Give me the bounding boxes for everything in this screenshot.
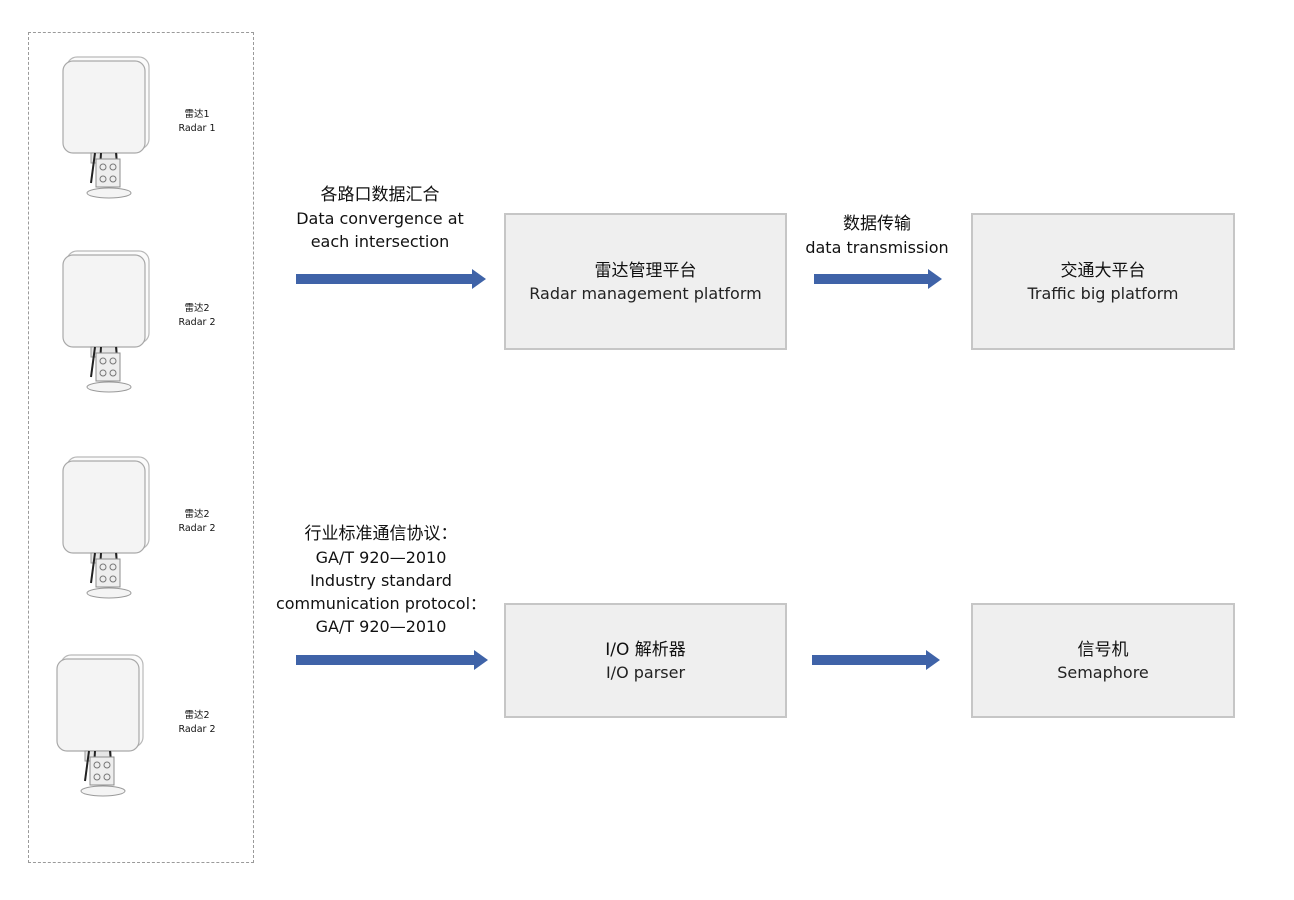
convergence-cn: 各路口数据汇合 <box>320 185 440 205</box>
radar-platform-en: Radar management platform <box>529 283 762 303</box>
protocol-code-2: GA/T 920—2010 <box>315 617 447 636</box>
arrow-right-icon <box>812 650 940 670</box>
io-parser-box: I/O 解析器 I/O parser <box>504 603 787 718</box>
radar-device-icon <box>62 456 150 599</box>
convergence-en-line2: each intersection <box>310 232 450 251</box>
radar-device-icon <box>56 654 144 797</box>
radar-label: 雷达2 Radar 2 <box>178 303 216 328</box>
radar-label: 雷达1 Radar 1 <box>178 109 216 134</box>
transmission-cn: 数据传输 <box>843 214 911 234</box>
radar-label: 雷达2 Radar 2 <box>178 710 216 735</box>
radar-label: 雷达2 Radar 2 <box>178 509 216 534</box>
radar-item-2: 雷达2 Radar 2 <box>29 247 255 407</box>
convergence-en-line1: Data convergence at <box>296 209 464 228</box>
io-parser-cn: I/O 解析器 <box>605 639 686 660</box>
radar-device-icon <box>62 56 150 199</box>
protocol-cn: 行业标准通信协议： <box>304 524 458 544</box>
radar-item-4: 雷达2 Radar 2 <box>29 651 255 811</box>
traffic-big-platform-box: 交通大平台 Traffic big platform <box>971 213 1235 350</box>
convergence-note: 各路口数据汇合 Data convergence at each interse… <box>290 183 470 253</box>
radar-item-1: 雷达1 Radar 1 <box>29 53 255 213</box>
semaphore-box: 信号机 Semaphore <box>971 603 1235 718</box>
protocol-en-line1: Industry standard <box>310 571 452 590</box>
semaphore-cn: 信号机 <box>1077 639 1129 660</box>
transmission-en: data transmission <box>805 238 949 257</box>
protocol-note: 行业标准通信协议： GA/T 920—2010 Industry standar… <box>270 522 492 638</box>
radar-platform-cn: 雷达管理平台 <box>594 260 697 281</box>
radar-group: 雷达1 Radar 1 雷达2 Radar 2 <box>28 32 254 863</box>
radar-management-platform-box: 雷达管理平台 Radar management platform <box>504 213 787 350</box>
arrow-right-icon <box>814 269 942 289</box>
arrow-right-icon <box>296 650 488 670</box>
traffic-platform-en: Traffic big platform <box>1027 283 1179 303</box>
io-parser-en: I/O parser <box>605 662 686 682</box>
traffic-platform-cn: 交通大平台 <box>1060 260 1146 281</box>
transmission-note: 数据传输 data transmission <box>800 212 954 259</box>
protocol-en-line2: communication protocol： <box>275 594 487 613</box>
semaphore-en: Semaphore <box>1057 662 1149 682</box>
radar-item-3: 雷达2 Radar 2 <box>29 453 255 613</box>
radar-device-icon <box>62 250 150 393</box>
arrow-right-icon <box>296 269 486 289</box>
protocol-code-1: GA/T 920—2010 <box>315 548 447 567</box>
